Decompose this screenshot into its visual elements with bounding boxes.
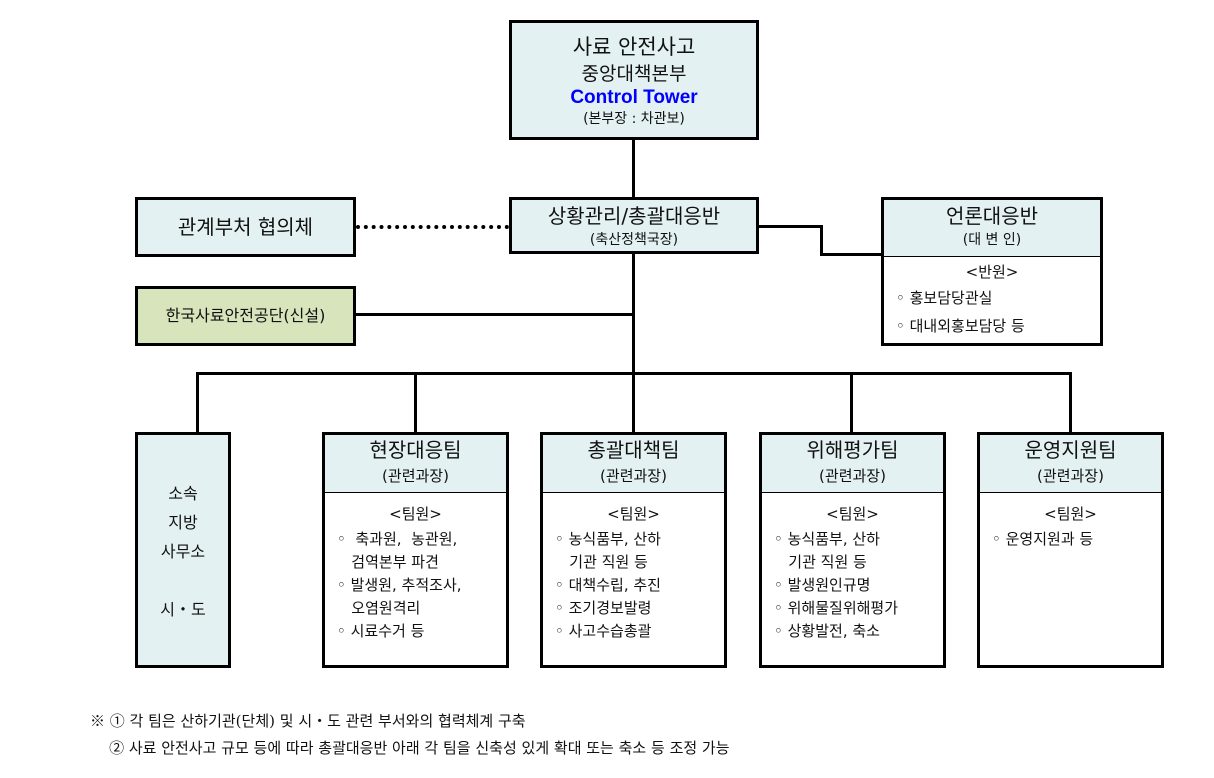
list-item: ◦ 홍보담당관실 [896,289,993,307]
dotted-connector [356,225,509,229]
list-item: ◦ 운영지원과 등 [992,530,1094,548]
press-title: 언론대응반 [946,204,1038,228]
team-sub: (관련과장) [819,467,886,485]
situation-title: 상황관리/총괄대응반 [547,204,721,228]
team-box: 현장대응팀 (관련과장) <팀원> ◦ 축과원, 농관원, 검역본부 파견 ◦ 발생… [322,432,509,668]
agency-title: 한국사료안전공단(신설) [165,306,326,325]
team-title: 총괄대책팀 [587,438,680,462]
team-box: 위해평가팀 (관련과장) <팀원> ◦ 농식품부, 산하 기관 직원 등 ◦ 발생원… [759,432,946,668]
team-sub: (관련과장) [600,467,667,485]
regional-line: 소속 [168,484,198,503]
team-title: 위해평가팀 [806,438,899,462]
press-response-box: 언론대응반 (대 변 인) <반원> ◦ 홍보담당관실 ◦ 대내외홍보담당 등 [881,197,1103,346]
list-item: ◦ 발생원, 추적조사, [337,576,462,594]
team-title: 현장대응팀 [369,438,462,462]
footnote: ② 사료 안전사고 규모 등에 따라 총괄대응반 아래 각 팀을 신축성 있게 … [90,739,730,757]
team-sub: (관련과장) [1037,467,1104,485]
list-item: ◦ 사고수습총괄 [555,622,652,640]
list-item: ◦ 상황발전, 축소 [774,622,880,640]
connector [632,253,635,374]
list-item: 오염원격리 [337,599,421,617]
connector [414,372,417,432]
team-box: 운영지원팀 (관련과장) <팀원> ◦ 운영지원과 등 [977,432,1164,668]
list-item: ◦ 축과원, 농관원, [337,530,458,548]
connector [820,253,882,256]
members-label: <팀원> [826,505,879,523]
list-item: ◦ 대책수립, 추진 [555,576,661,594]
list-item: 기관 직원 등 [774,553,867,571]
ministries-title: 관계부처 협의체 [177,215,314,239]
situation-sub: (축산정책국장) [589,232,679,248]
hq-subtitle: 중앙대책본부 [581,63,687,85]
list-item: ◦ 농식품부, 산하 [555,530,661,548]
list-item: ◦ 조기경보발령 [555,599,652,617]
regional-office-box: 소속 지방 사무소 시・도 [135,432,231,668]
feed-safety-agency-box: 한국사료안전공단(신설) [135,286,356,346]
connector [632,372,635,432]
connector [759,225,822,228]
footnote: ※ ① 각 팀은 산하기관(단체) 및 시・도 관련 부서와의 협력체계 구축 [90,712,526,730]
connector [355,313,633,316]
central-headquarters-box: 사료 안전사고 중앙대책본부 Control Tower (본부장 : 차관보) [509,20,759,140]
list-item: ◦ 발생원인규명 [774,576,871,594]
situation-management-box: 상황관리/총괄대응반 (축산정책국장) [509,197,759,254]
list-item: 검역본부 파견 [337,553,439,571]
members-label: <팀원> [389,505,442,523]
team-sub: (관련과장) [382,467,449,485]
team-title: 운영지원팀 [1024,438,1117,462]
regional-line: 사무소 [160,542,206,561]
connector [632,140,635,198]
ministries-council-box: 관계부처 협의체 [135,197,356,257]
list-item: ◦ 위해물질위해평가 [774,599,899,617]
members-label: <팀원> [607,505,660,523]
list-item: 기관 직원 등 [555,553,648,571]
hq-chief: (본부장 : 차관보) [583,111,685,127]
members-label: <반원> [965,263,1019,281]
connector [196,372,199,432]
control-tower-label: Control Tower [570,87,698,108]
regional-line: 시・도 [160,600,206,619]
regional-line: 지방 [168,513,198,532]
connector [850,372,853,432]
connector [820,225,823,256]
list-item: ◦ 시료수거 등 [337,622,425,640]
list-item: ◦ 농식품부, 산하 [774,530,880,548]
connector [1069,372,1072,432]
members-label: <팀원> [1044,505,1097,523]
team-box: 총괄대책팀 (관련과장) <팀원> ◦ 농식품부, 산하 기관 직원 등 ◦ 대책수… [540,432,727,668]
hq-title: 사료 안전사고 [572,35,696,59]
press-sub: (대 변 인) [962,232,1022,248]
list-item: ◦ 대내외홍보담당 등 [896,317,1025,335]
